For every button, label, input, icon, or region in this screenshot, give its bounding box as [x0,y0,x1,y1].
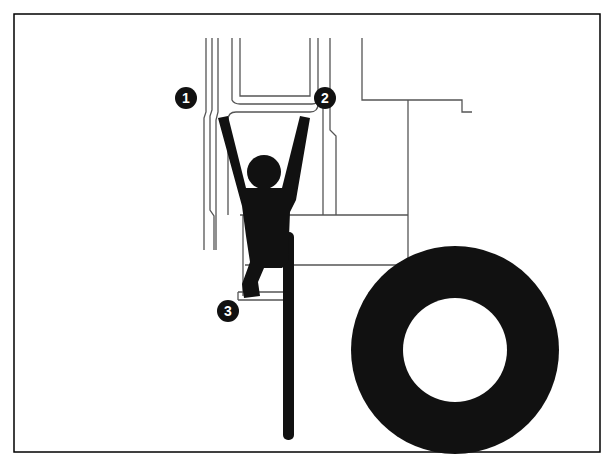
callout-number: 1 [175,87,197,109]
wheel [351,246,559,454]
callout-text: 3 [224,304,232,318]
callout-text: 1 [182,91,190,105]
callout-text: 2 [321,91,329,105]
person-silhouette [218,116,310,298]
callout-number: 2 [314,87,336,109]
callout-number: 3 [217,300,239,322]
